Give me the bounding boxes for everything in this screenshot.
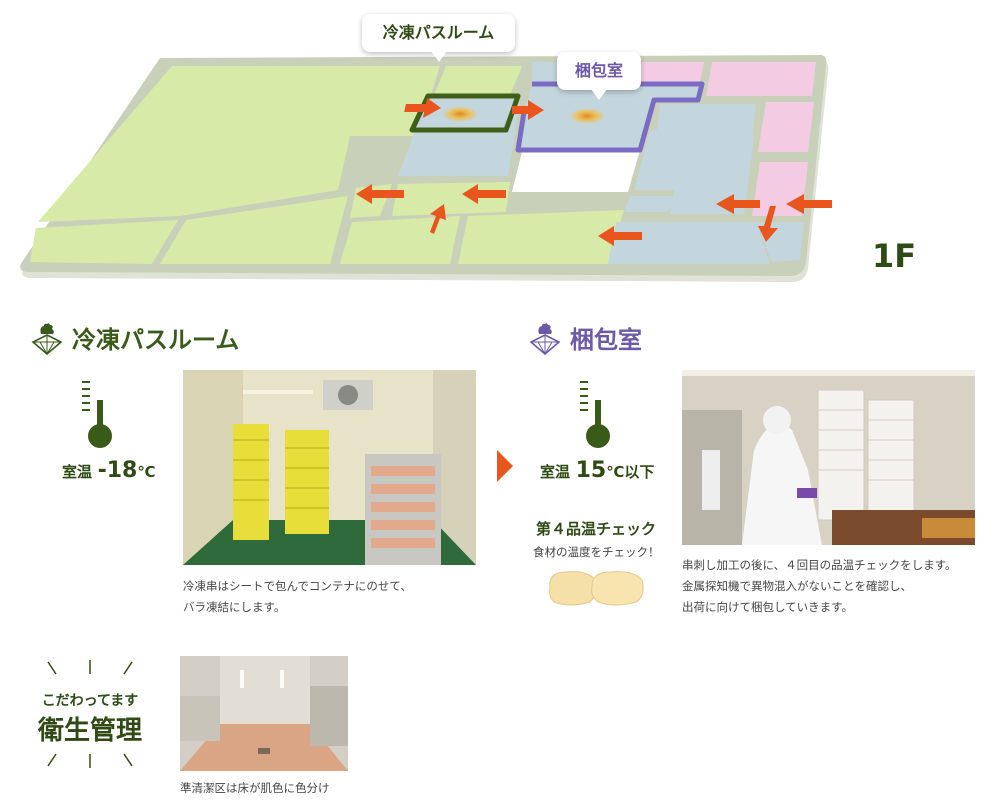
temp-value: -18 [97,458,138,483]
pass-room-callout-label: 冷凍パスルーム [382,23,495,42]
pass-room-caption: 冷凍串はシートで包んでコンテナにのせて、 バラ凍結にします。 [183,576,483,618]
thermometer-icon [82,381,112,448]
temp-label: 室温 [540,463,571,481]
flow-arrows [356,98,832,246]
caption-line: 出荷に向けて梱包していきます。 [682,600,854,614]
rooster-emblem-icon [529,322,561,355]
temperature-check-subtitle: 食材の温度をチェック！ [533,545,660,559]
hygiene-small-text: こだわってます [41,693,139,709]
temp-unit: ℃ [137,463,156,481]
pass-room-title: 冷凍パスルーム [72,326,240,354]
packing-room-temperature: 室温 15℃以下 [540,458,654,483]
temp-value: 15 [575,458,607,483]
thermometer-icon [580,381,610,448]
pass-room-temperature: 室温 -18℃ [62,458,156,483]
packing-room-marker [569,108,605,124]
floor-label: 1F [872,237,917,275]
packing-room-photo [682,370,975,545]
caption-line: 冷凍串はシートで包んでコンテナにのせて、 [183,579,412,593]
caption-line: 金属探知機で異物混入がないことを確認し、 [682,579,912,593]
packing-room-title: 梱包室 [570,326,642,354]
packing-room-heading: 梱包室 [528,320,642,355]
hygiene-badge: こだわってます 衛生管理 [30,658,150,770]
pass-room-photo [183,370,476,565]
temp-unit: ℃以下 [606,463,655,481]
pass-room-marker [442,106,478,122]
hygiene-photo [180,656,348,771]
pass-room-callout: 冷凍パスルーム [362,14,515,62]
hygiene-caption: 準清潔区は床が肌色に色分け [180,781,330,795]
packing-room-outline [515,81,705,153]
packing-room-callout-label: 梱包室 [574,61,623,80]
floor-plan-map [20,55,832,282]
packing-room-callout: 梱包室 [557,52,641,100]
pass-room-heading: 冷凍パスルーム [30,320,239,355]
emphasis-rays-icon [47,660,133,768]
temp-label: 室温 [62,463,93,481]
caption-line: バラ凍結にします。 [183,600,286,614]
packing-room-caption: 串刺し加工の後に、４回目の品温チェックをします。 金属探知機で異物混入がないこと… [682,555,982,618]
caption-line: 串刺し加工の後に、４回目の品温チェックをします。 [682,558,957,572]
hygiene-big-text: 衛生管理 [37,716,142,746]
flow-right-arrow-icon [497,450,513,482]
temperature-check-title: 第４品温チェック [536,520,657,538]
chicken-pieces-icon [549,571,644,606]
rooster-emblem-icon [31,322,63,355]
